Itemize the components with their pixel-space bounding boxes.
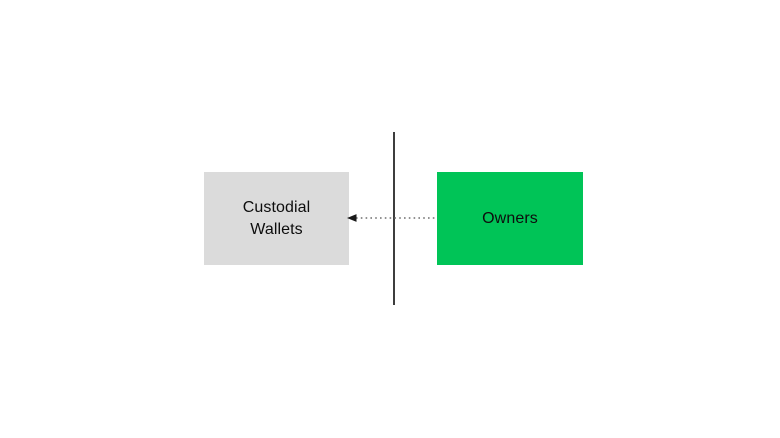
node-owners: Owners	[437, 172, 583, 265]
node-label: Custodial Wallets	[242, 198, 311, 238]
divider-line	[393, 132, 395, 305]
node-label: Owners	[482, 209, 538, 227]
edge-dotted-arrow	[347, 214, 437, 222]
node-custodial-wallets: Custodial Wallets	[204, 172, 349, 265]
arrowhead-left-icon	[347, 214, 357, 222]
